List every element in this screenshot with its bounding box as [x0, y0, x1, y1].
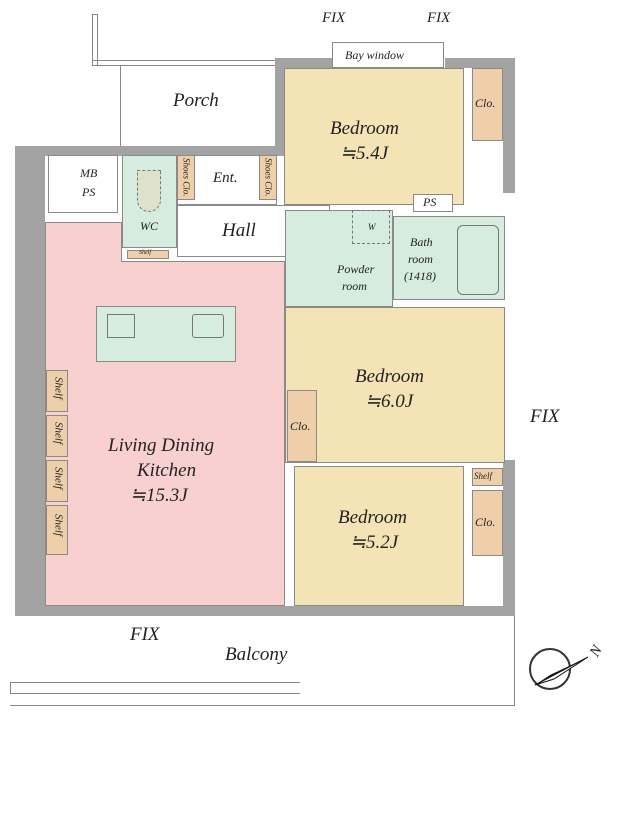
hall-label: Hall: [222, 220, 256, 241]
closet-label: Clo.: [475, 96, 496, 110]
washer-label: W: [368, 222, 376, 232]
bath-label-3: (1418): [404, 269, 436, 283]
balcony: [10, 616, 515, 706]
wall: [15, 146, 125, 156]
wc-label: WC: [140, 219, 158, 233]
mb-label: MB: [80, 166, 98, 180]
shelf-label: Shelf: [52, 514, 65, 536]
wall: [275, 58, 337, 68]
washer-space: [352, 210, 390, 244]
bath-label-2: room: [408, 252, 433, 266]
ps-shaft-label: PS: [423, 195, 437, 209]
toilet-icon: [137, 170, 161, 212]
wall: [503, 58, 515, 193]
bay-window: [332, 42, 444, 68]
porch-wall: [92, 14, 98, 66]
bedroom-1-size: ≒5.4J: [340, 143, 389, 164]
shelf-label: Shelf: [474, 471, 492, 481]
porch-area: [120, 66, 278, 150]
powder-label-2: room: [342, 279, 367, 293]
powder-label-1: Powder: [337, 262, 375, 276]
closet-3: [472, 490, 503, 556]
wc-shelf-label: Shelf: [139, 250, 151, 256]
ldk-size: ≒15.3J: [130, 485, 188, 506]
wc-shelf: [127, 250, 169, 259]
shelf: [46, 370, 68, 412]
fix-label: FIX: [130, 624, 160, 645]
bathroom: [393, 216, 505, 300]
bath-label-1: Bath: [410, 235, 433, 249]
fix-label: FIX: [530, 406, 560, 427]
bathtub-icon: [457, 225, 499, 295]
shelf-label: Shelf: [52, 467, 65, 489]
shelf: [46, 415, 68, 457]
bedroom-1: [284, 68, 464, 205]
compass-icon: [529, 648, 589, 690]
entrance-label: Ent.: [213, 170, 238, 186]
shoes-closet-left: [177, 155, 195, 200]
ldk-label-1: Living Dining: [108, 435, 215, 456]
bedroom-1-label: Bedroom: [330, 118, 399, 139]
shelf-label: Shelf: [52, 377, 65, 399]
bay-window-label: Bay window: [345, 48, 404, 62]
bedroom-3: [294, 466, 464, 606]
closet-2: [287, 390, 317, 462]
closet-label: Clo.: [475, 515, 496, 529]
shoes-closet-label: Shoes Clo.: [181, 158, 192, 197]
bedroom-2-size: ≒6.0J: [365, 391, 414, 412]
ps-label: PS: [82, 185, 96, 199]
closet-label: Clo.: [290, 419, 311, 433]
shelf-label: Shelf: [52, 422, 65, 444]
living-dining-kitchen-upper: [45, 222, 122, 262]
ps-shaft: [413, 194, 453, 212]
wall: [15, 606, 515, 616]
shelf: [46, 460, 68, 502]
ldk-label-2: Kitchen: [137, 460, 197, 481]
wall: [122, 146, 282, 156]
stove-icon: [107, 314, 135, 338]
wall: [445, 58, 515, 68]
mb-ps: [48, 155, 118, 213]
bedroom-2-label: Bedroom: [355, 366, 424, 387]
fix-label: FIX: [322, 10, 346, 26]
closet-1: [472, 68, 503, 141]
shoes-closet-label: Shoes Clo.: [263, 158, 274, 197]
kitchen-counter: [96, 306, 236, 362]
kitchen-sink-icon: [192, 314, 224, 338]
powder-room: [285, 210, 393, 307]
shelf-b3: [472, 468, 503, 486]
wall: [15, 146, 45, 616]
shoes-closet-right: [259, 155, 277, 200]
porch-label: Porch: [173, 90, 219, 111]
balcony-label: Balcony: [225, 644, 288, 665]
bedroom-3-size: ≒5.2J: [350, 532, 399, 553]
balcony-rail: [10, 682, 300, 694]
bedroom-2: [285, 307, 505, 463]
wall: [503, 460, 515, 616]
shelf: [46, 505, 68, 555]
fix-label: FIX: [427, 10, 451, 26]
bedroom-3-label: Bedroom: [338, 507, 407, 528]
